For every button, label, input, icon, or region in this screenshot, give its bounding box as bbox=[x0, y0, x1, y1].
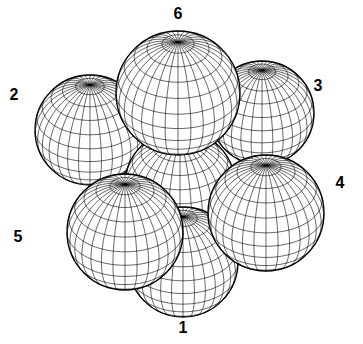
wire-grid bbox=[116, 31, 240, 155]
sphere-fill bbox=[67, 174, 183, 290]
sphere bbox=[208, 155, 324, 271]
wire-grid bbox=[208, 155, 324, 271]
sphere-outline bbox=[116, 31, 240, 155]
callout-number: 6 bbox=[174, 6, 183, 22]
callout-number: 2 bbox=[10, 87, 19, 103]
callout-number: 3 bbox=[314, 78, 323, 94]
wire-grid bbox=[67, 174, 183, 290]
sphere-fill bbox=[116, 31, 240, 155]
callout-number: 4 bbox=[336, 175, 345, 191]
callout-number: 1 bbox=[179, 320, 188, 336]
sphere bbox=[67, 174, 183, 290]
callout-number: 5 bbox=[14, 229, 23, 245]
sphere-outline bbox=[208, 155, 324, 271]
sphere-fill bbox=[208, 155, 324, 271]
sphere-outline bbox=[67, 174, 183, 290]
sphere bbox=[116, 31, 240, 155]
